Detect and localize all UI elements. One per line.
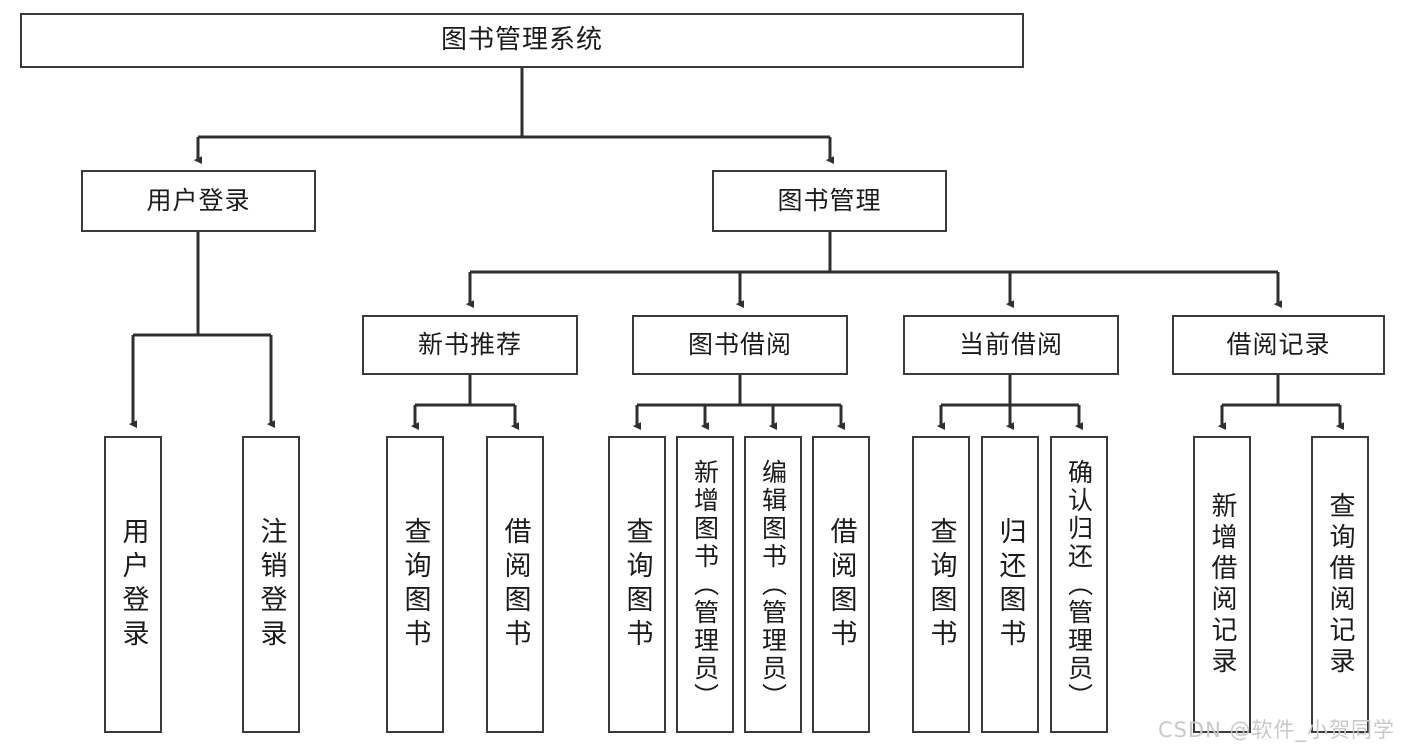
node-label: 查询借阅记录	[1325, 491, 1355, 678]
leaf-logout[interactable]: 注销登录	[242, 436, 300, 733]
node-current-borrow[interactable]: 当前借阅	[903, 315, 1119, 375]
node-label: 编辑图书（管理员）	[758, 458, 788, 711]
node-label: 借阅图书	[825, 516, 857, 653]
node-label: 查询图书	[925, 516, 957, 653]
node-user-login[interactable]: 用户登录	[81, 170, 316, 232]
leaf-add-book-admin[interactable]: 新增图书（管理员）	[676, 436, 734, 733]
leaf-query-book-borrow[interactable]: 查询图书	[608, 436, 666, 733]
node-label: 用户登录	[117, 516, 149, 653]
node-label: 注销登录	[255, 516, 287, 653]
node-label: 确认归还（管理员）	[1064, 458, 1094, 711]
leaf-query-book-recommend[interactable]: 查询图书	[386, 436, 444, 733]
node-label: 新增借阅记录	[1207, 491, 1237, 678]
leaf-add-borrow-record[interactable]: 新增借阅记录	[1193, 436, 1251, 733]
leaf-user-login[interactable]: 用户登录	[104, 436, 162, 733]
node-book-management[interactable]: 图书管理	[712, 170, 947, 232]
leaf-borrow-book-borrow[interactable]: 借阅图书	[812, 436, 870, 733]
node-book-borrow[interactable]: 图书借阅	[632, 315, 848, 375]
leaf-return-book[interactable]: 归还图书	[981, 436, 1039, 733]
leaf-edit-book-admin[interactable]: 编辑图书（管理员）	[744, 436, 802, 733]
node-label: 归还图书	[994, 516, 1026, 653]
watermark-text: CSDN @软件_小贺同学	[1157, 718, 1395, 742]
leaf-query-borrow-record[interactable]: 查询借阅记录	[1311, 436, 1369, 733]
node-root-system[interactable]: 图书管理系统	[20, 13, 1024, 68]
node-label: 用户登录	[146, 186, 251, 216]
node-label: 借阅记录	[1226, 330, 1331, 360]
node-label: 新增图书（管理员）	[690, 458, 720, 711]
leaf-confirm-return-admin[interactable]: 确认归还（管理员）	[1050, 436, 1108, 733]
node-label: 借阅图书	[499, 516, 531, 653]
node-label: 当前借阅	[958, 330, 1063, 360]
node-label: 图书借阅	[687, 330, 792, 360]
node-label: 新书推荐	[417, 330, 522, 360]
node-label: 查询图书	[399, 516, 431, 653]
leaf-borrow-book-recommend[interactable]: 借阅图书	[486, 436, 544, 733]
node-label: 图书管理	[777, 186, 882, 216]
leaf-query-book-current[interactable]: 查询图书	[912, 436, 970, 733]
node-label: 图书管理系统	[440, 25, 603, 56]
node-new-book-recommend[interactable]: 新书推荐	[362, 315, 578, 375]
node-borrow-record[interactable]: 借阅记录	[1172, 315, 1385, 375]
node-label: 查询图书	[621, 516, 653, 653]
